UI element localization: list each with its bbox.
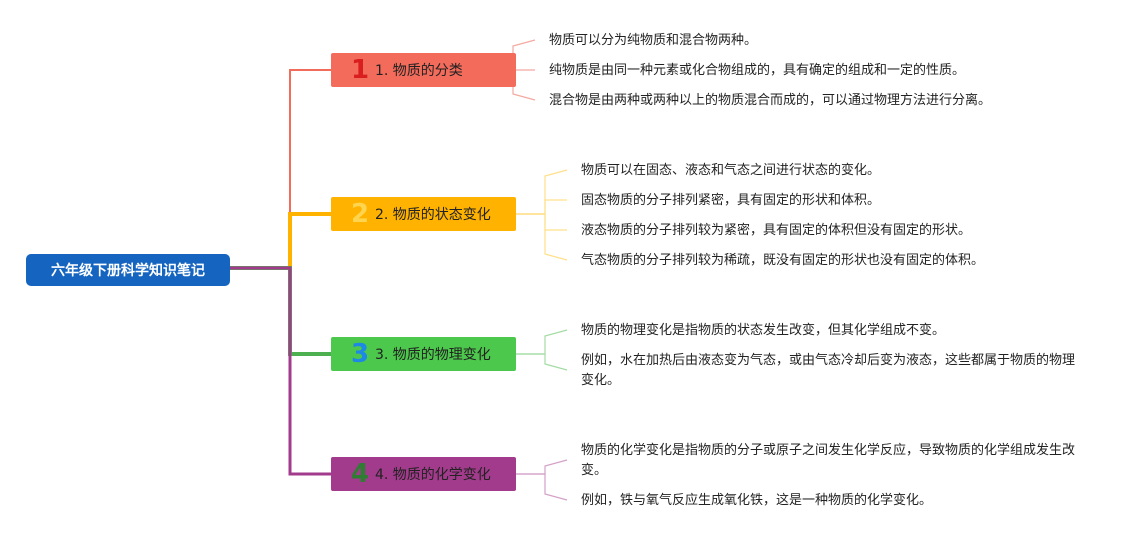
leaf-line-2-1 [516, 169, 568, 215]
topic-node-4[interactable]: 4 4. 物质的化学变化 [331, 457, 516, 491]
number-1-icon: 1 [350, 55, 370, 85]
leaf-line-4-1 [516, 459, 568, 475]
leaf-line-4-2 [516, 473, 568, 501]
leaf-item-4-1: 物质的化学变化是指物质的分子或原子之间发生化学反应，导致物质的化学组成发生改变。 [581, 443, 1076, 478]
number-2-icon: 2 [350, 199, 370, 229]
topic-node-3[interactable]: 3 3. 物质的物理变化 [331, 337, 516, 371]
leaf-line-3-1 [516, 329, 568, 355]
leaf-item-2-4: 气态物质的分子排列较为稀疏，既没有固定的形状也没有固定的体积。 [581, 253, 985, 268]
leaf-item-1-1: 物质可以分为纯物质和混合物两种。 [549, 33, 758, 48]
leaf-line-2-3 [516, 213, 567, 231]
branch-line-3 [230, 266, 331, 356]
topic-node-2[interactable]: 2 2. 物质的状态变化 [331, 197, 516, 231]
leaf-item-1-3: 混合物是由两种或两种以上的物质混合而成的，可以通过物理方法进行分离。 [549, 93, 992, 108]
number-4-icon: 4 [350, 459, 370, 489]
topic-label-3: 3. 物质的物理变化 [375, 347, 491, 363]
leaf-item-2-3: 液态物质的分子排列较为紧密，具有固定的体积但没有固定的形状。 [581, 223, 972, 238]
branch-line-4 [230, 266, 331, 476]
leaf-item-2-1: 物质可以在固态、液态和气态之间进行状态的变化。 [581, 163, 881, 178]
leaf-item-4-2: 例如，铁与氧气反应生成氧化铁，这是一种物质的化学变化。 [581, 493, 933, 508]
root-node[interactable]: 六年级下册科学知识笔记 [26, 254, 230, 286]
branch-line-1 [230, 69, 331, 269]
leaf-line-2-2 [516, 199, 567, 215]
leaf-item-3-1: 物质的物理变化是指物质的状态发生改变，但其化学组成不变。 [581, 323, 946, 338]
leaf-line-3-2 [516, 353, 568, 371]
leaf-item-3-2: 例如，水在加热后由液态变为气态，或由气态冷却后变为液态，这些都属于物质的物理变化… [581, 353, 1076, 388]
leaf-line-2-4 [516, 213, 568, 261]
number-3-icon: 3 [350, 339, 370, 369]
leaf-item-1-2: 纯物质是由同一种元素或化合物组成的，具有确定的组成和一定的性质。 [549, 63, 966, 78]
root-label: 六年级下册科学知识笔记 [51, 263, 205, 279]
topic-label-1: 1. 物质的分类 [375, 63, 463, 79]
topic-label-4: 4. 物质的化学变化 [375, 467, 491, 483]
branch-line-2 [230, 212, 331, 270]
topic-label-2: 2. 物质的状态变化 [375, 207, 491, 223]
leaf-item-2-2: 固态物质的分子排列紧密，具有固定的形状和体积。 [581, 193, 881, 208]
topic-node-1[interactable]: 1 1. 物质的分类 [331, 53, 516, 87]
